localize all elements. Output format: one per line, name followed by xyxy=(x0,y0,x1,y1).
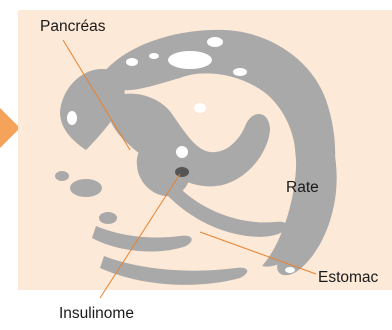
insulinoma-tumor xyxy=(175,167,189,177)
white-spot xyxy=(207,37,223,47)
lower-arc xyxy=(92,226,192,252)
white-spot xyxy=(126,58,138,66)
kidney-small xyxy=(99,212,117,224)
white-spot xyxy=(176,146,188,158)
white-spot xyxy=(194,103,206,113)
white-spot xyxy=(168,51,212,69)
label-insulinome: Insulinome xyxy=(59,306,134,322)
label-rate: Rate xyxy=(286,180,319,196)
label-pancreas: Pancréas xyxy=(40,19,105,35)
intestine-curve xyxy=(168,184,288,237)
bottom-arc xyxy=(100,256,247,285)
white-spot xyxy=(233,68,247,76)
label-estomac: Estomac xyxy=(318,270,378,286)
white-spot xyxy=(285,267,295,273)
white-spot xyxy=(149,53,159,59)
vessel-small xyxy=(55,171,69,181)
white-spot xyxy=(67,111,77,125)
kidney-left xyxy=(70,179,102,197)
